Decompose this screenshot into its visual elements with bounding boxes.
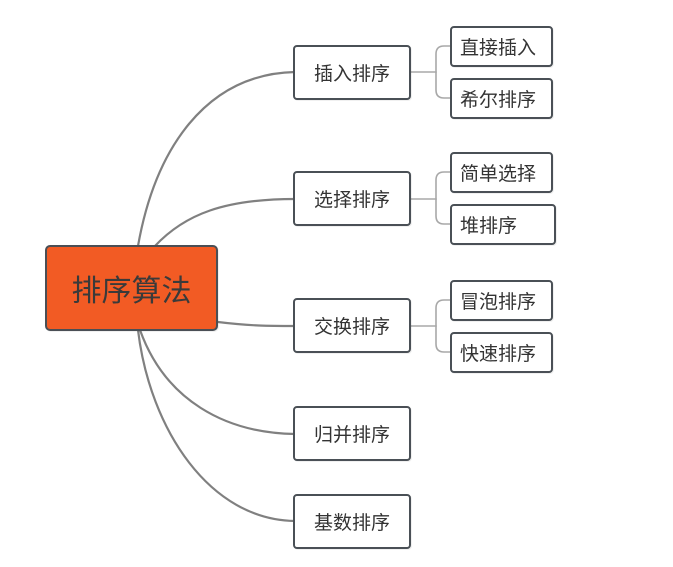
branch-insertion-sort[interactable]: 插入排序: [293, 45, 411, 100]
root-node-sorting-algorithms[interactable]: 排序算法: [45, 245, 218, 331]
connector-root-radix: [136, 328, 297, 523]
leaf-heap-sort[interactable]: 堆排序: [450, 204, 556, 245]
branch-selection-sort[interactable]: 选择排序: [293, 171, 411, 226]
connector-insert-shell: [435, 71, 453, 99]
leaf-quick-sort[interactable]: 快速排序: [450, 332, 553, 373]
connector-root-select: [153, 197, 297, 248]
leaf-simple-selection[interactable]: 简单选择: [450, 152, 553, 193]
connector-select-simple: [435, 171, 453, 200]
branch-radix-sort[interactable]: 基数排序: [293, 494, 411, 549]
connector-swap-bubble: [435, 299, 453, 327]
connector-insert-direct: [435, 45, 453, 73]
leaf-direct-insertion[interactable]: 直接插入: [450, 26, 553, 67]
connector-swap-quick: [435, 325, 453, 353]
connector-root-merge: [138, 328, 297, 436]
leaf-shell-sort[interactable]: 希尔排序: [450, 78, 553, 119]
leaf-bubble-sort[interactable]: 冒泡排序: [450, 280, 553, 321]
connector-select-heap: [435, 198, 453, 225]
branch-merge-sort[interactable]: 归并排序: [293, 406, 411, 461]
branch-exchange-sort[interactable]: 交换排序: [293, 298, 411, 353]
connector-root-insert: [136, 70, 297, 248]
connector-root-swap: [216, 320, 297, 328]
